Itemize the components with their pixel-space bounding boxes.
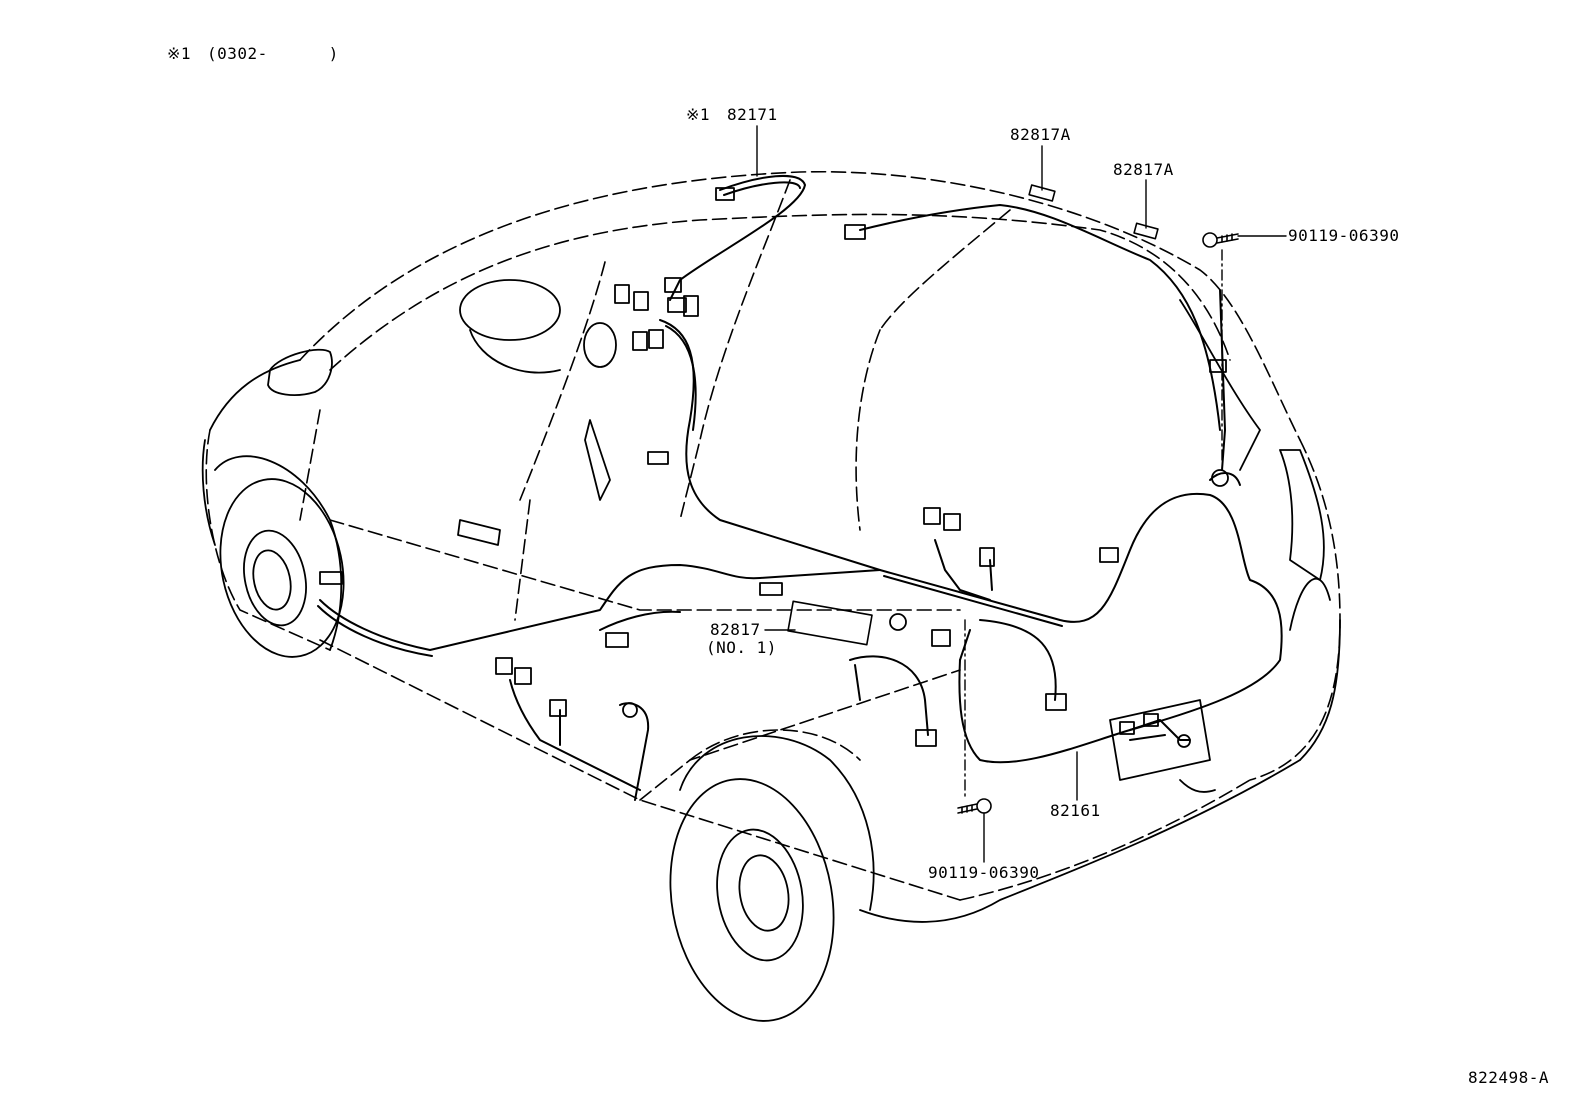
connector bbox=[683, 295, 699, 317]
callout-bolt-upper: 90119-06390 bbox=[1288, 226, 1400, 245]
connector bbox=[1143, 713, 1159, 727]
callout-82161: 82161 bbox=[1050, 801, 1101, 820]
callout-82171: 82171 bbox=[727, 105, 778, 124]
connector bbox=[614, 284, 630, 304]
note-range: (0302- ) bbox=[207, 44, 339, 63]
connector bbox=[915, 729, 937, 747]
callout-82817-sub: (NO. 1) bbox=[706, 638, 777, 657]
connectors bbox=[319, 187, 1229, 748]
leader-lines bbox=[756, 125, 1287, 863]
figure-id: 822498-A bbox=[1468, 1068, 1550, 1087]
connector bbox=[514, 667, 532, 685]
car-body-outline bbox=[205, 170, 1341, 901]
connector bbox=[647, 451, 669, 465]
connector bbox=[1209, 359, 1227, 373]
callout-82817a-2: 82817A bbox=[1113, 160, 1174, 179]
clamp-icons bbox=[787, 184, 1159, 646]
connector bbox=[931, 629, 951, 647]
connector bbox=[495, 657, 513, 675]
note-marker: ※1 bbox=[167, 44, 192, 63]
connector bbox=[648, 329, 664, 349]
grommet bbox=[622, 702, 638, 718]
protector-icon bbox=[787, 600, 873, 646]
connector bbox=[1119, 721, 1135, 735]
grommet bbox=[1177, 734, 1191, 748]
callout-82817a-1: 82817A bbox=[1010, 125, 1071, 144]
grommet bbox=[889, 613, 907, 631]
grommet bbox=[1211, 469, 1229, 487]
bolt-icons bbox=[957, 232, 1239, 814]
connector bbox=[715, 187, 735, 201]
connector bbox=[844, 224, 866, 240]
callout-82817: 82817 bbox=[710, 620, 761, 639]
connector bbox=[633, 291, 649, 311]
callout-marker: ※1 bbox=[686, 105, 711, 124]
connector bbox=[319, 571, 343, 585]
connector bbox=[664, 277, 682, 293]
bolt-upper-icon bbox=[1202, 232, 1239, 248]
clamp-icon bbox=[1028, 184, 1056, 202]
connector bbox=[979, 547, 995, 567]
connector bbox=[943, 513, 961, 531]
connector bbox=[1099, 547, 1119, 563]
connector bbox=[632, 331, 648, 351]
connector bbox=[667, 297, 687, 313]
connector bbox=[549, 699, 567, 717]
car-body-solid bbox=[201, 279, 1341, 1022]
wire-harness bbox=[317, 174, 1283, 801]
callout-bolt-lower: 90119-06390 bbox=[928, 863, 1040, 882]
connector bbox=[923, 507, 941, 525]
connector bbox=[1045, 693, 1067, 711]
connector bbox=[605, 632, 629, 648]
connector bbox=[759, 582, 783, 596]
bolt-lower-icon bbox=[957, 798, 992, 814]
clamp-icon bbox=[1133, 222, 1159, 240]
